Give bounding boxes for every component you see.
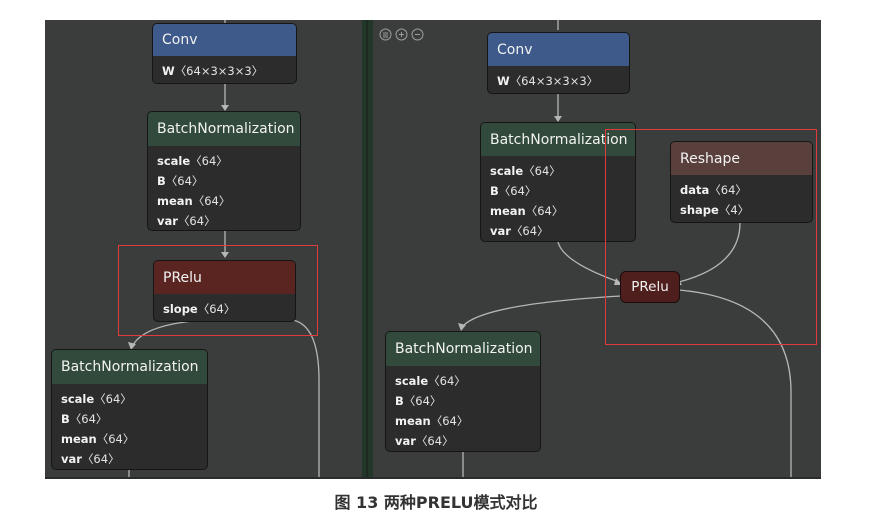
attribute-row: W〈64×3×3×3〉 (162, 64, 264, 78)
right-graph-panel[interactable]: Conv W〈64×3×3×3〉 BatchNormalization scal… (373, 20, 821, 477)
panel-divider[interactable] (362, 20, 373, 477)
node-attributes: slope〈64〉 (154, 294, 295, 321)
attribute-row: W〈64×3×3×3〉 (497, 74, 599, 88)
attribute-row: shape〈4〉 (680, 203, 750, 217)
left-conv-node[interactable]: Conv W〈64×3×3×3〉 (152, 23, 297, 84)
right-prelu-highlight-box (605, 129, 817, 345)
sidebar-toggle-icon[interactable] (379, 28, 392, 41)
right-conv-node[interactable]: Conv W〈64×3×3×3〉 (487, 32, 630, 94)
left-prelu-highlight-box (118, 245, 318, 336)
arrowhead (128, 342, 136, 350)
left-prelu-node[interactable]: PRelu slope〈64〉 (153, 260, 296, 322)
right-reshape-node[interactable]: Reshape data〈64〉 shape〈4〉 (670, 141, 813, 223)
node-attributes: scale〈64〉 B〈64〉 mean〈64〉 var〈64〉 (386, 366, 540, 451)
node-title: Reshape (671, 142, 812, 175)
graph-toolbar (379, 28, 424, 41)
node-title: PRelu (154, 261, 295, 294)
edge-reshape-prelu (678, 222, 741, 283)
node-title: BatchNormalization (148, 112, 300, 146)
attribute-row: scale〈64〉 (157, 154, 228, 168)
attribute-row: B〈64〉 (395, 394, 442, 408)
attribute-row: B〈64〉 (157, 174, 204, 188)
node-title: BatchNormalization (481, 123, 635, 156)
right-prelu-node[interactable]: PRelu (620, 271, 680, 303)
node-title: Conv (153, 24, 296, 56)
attribute-row: slope〈64〉 (163, 302, 236, 316)
canvas-bottom-border (45, 477, 821, 479)
attribute-row: data〈64〉 (680, 183, 747, 197)
attribute-row: mean〈64〉 (157, 194, 231, 208)
attribute-row: var〈64〉 (490, 224, 549, 238)
arrowhead (221, 105, 229, 111)
attribute-row: scale〈64〉 (490, 164, 561, 178)
node-attributes: W〈64×3×3×3〉 (153, 56, 296, 83)
edge-prelu-bn2 (462, 295, 622, 327)
attribute-row: var〈64〉 (61, 452, 120, 466)
edge-bn-prelu (557, 241, 620, 283)
arrowhead (221, 252, 229, 258)
edge-prelu-skip (678, 289, 792, 477)
node-attributes: scale〈64〉 B〈64〉 mean〈64〉 var〈64〉 (52, 384, 207, 469)
left-graph-panel[interactable]: Conv W〈64×3×3×3〉 BatchNormalization scal… (45, 20, 362, 477)
node-attributes: data〈64〉 shape〈4〉 (671, 175, 812, 222)
zoom-in-icon[interactable] (395, 28, 408, 41)
attribute-row: var〈64〉 (395, 434, 454, 448)
node-attributes: scale〈64〉 B〈64〉 mean〈64〉 var〈64〉 (481, 156, 635, 241)
attribute-row: B〈64〉 (490, 184, 537, 198)
attribute-row: B〈64〉 (61, 412, 108, 426)
attribute-row: var〈64〉 (157, 214, 216, 228)
left-batchnorm-node-2[interactable]: BatchNormalization scale〈64〉 B〈64〉 mean〈… (51, 349, 208, 470)
zoom-out-icon[interactable] (411, 28, 424, 41)
arrowhead (458, 323, 466, 331)
attribute-row: mean〈64〉 (490, 204, 564, 218)
figure-caption: 图 13 两种PRELU模式对比 (334, 493, 538, 512)
attribute-row: scale〈64〉 (395, 374, 466, 388)
arrowhead (554, 116, 562, 122)
node-title: BatchNormalization (386, 332, 540, 366)
attribute-row: scale〈64〉 (61, 392, 132, 406)
node-title: BatchNormalization (52, 350, 207, 384)
attribute-row: mean〈64〉 (61, 432, 135, 446)
left-batchnorm-node[interactable]: BatchNormalization scale〈64〉 B〈64〉 mean〈… (147, 111, 301, 231)
node-attributes: scale〈64〉 B〈64〉 mean〈64〉 var〈64〉 (148, 146, 300, 230)
right-batchnorm-node-2[interactable]: BatchNormalization scale〈64〉 B〈64〉 mean〈… (385, 331, 541, 452)
right-batchnorm-node[interactable]: BatchNormalization scale〈64〉 B〈64〉 mean〈… (480, 122, 636, 242)
edge-prelu-skip (292, 319, 320, 477)
node-attributes: W〈64×3×3×3〉 (488, 66, 629, 93)
node-title: Conv (488, 33, 629, 66)
attribute-row: mean〈64〉 (395, 414, 469, 428)
